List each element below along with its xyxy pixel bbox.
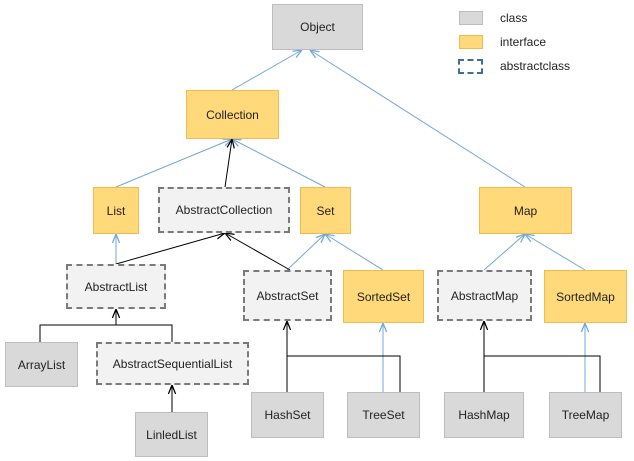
node-linled-list: LinledList	[135, 412, 208, 457]
legend-abstractclass-swatch	[458, 59, 483, 74]
node-sorted-set: SortedSet	[343, 270, 424, 323]
node-tree-map-label: TreeMap	[561, 408, 610, 422]
node-abstract-map: AbstractMap	[437, 270, 532, 321]
edge-treemap-abstractmap	[484, 355, 601, 398]
edge-abstractmap-map	[483, 234, 525, 271]
node-tree-set-label: TreeSet	[362, 408, 405, 422]
edge-set-collection	[232, 139, 326, 188]
node-abstract-sequential-list-label: AbstractSequentialList	[112, 356, 233, 371]
node-list: List	[93, 187, 139, 234]
node-set-label: Set	[316, 203, 335, 218]
edge-treeset-sortedset	[383, 323, 400, 399]
node-abstract-set-label: AbstractSet	[256, 288, 319, 303]
edge-list-collection	[115, 139, 232, 188]
node-tree-map: TreeMap	[549, 392, 622, 438]
node-abstract-set: AbstractSet	[243, 270, 332, 321]
node-set: Set	[300, 187, 351, 234]
node-abstract-map-label: AbstractMap	[450, 288, 519, 303]
node-hash-map-label: HashMap	[458, 408, 510, 422]
node-object: Object	[272, 4, 363, 50]
node-abstract-collection: AbstractCollection	[158, 187, 290, 233]
node-collection: Collection	[186, 90, 279, 139]
edge-arraylist-abstractlist	[39, 309, 116, 342]
node-linled-list-label: LinledList	[146, 427, 197, 442]
edge-sortedset-set	[325, 234, 384, 271]
node-map: Map	[479, 187, 572, 234]
edge-abstractset-abstractcollection	[225, 233, 291, 271]
node-abstract-sequential-list: AbstractSequentialList	[96, 342, 249, 385]
node-hash-set-label: HashSet	[264, 408, 311, 422]
legend-interface-swatch	[459, 35, 483, 49]
node-abstract-list-label: AbstractList	[84, 279, 148, 294]
node-tree-set: TreeSet	[347, 392, 420, 438]
edge-abstractlist-abstractcollection	[115, 233, 225, 265]
edge-abstractset-set	[286, 234, 325, 271]
edge-collection-object	[231, 50, 302, 91]
node-map-label: Map	[513, 203, 538, 218]
legend-abstractclass-label: abstractclass	[500, 59, 571, 73]
node-abstract-collection-label: AbstractCollection	[175, 203, 273, 217]
edge-abstractcollection-collection	[224, 139, 232, 188]
node-object-label: Object	[300, 20, 335, 34]
node-collection-label: Collection	[206, 107, 259, 122]
legend-class-label: class	[500, 11, 528, 25]
node-sorted-map: SortedMap	[544, 270, 627, 323]
node-sorted-set-label: SortedSet	[356, 289, 411, 304]
node-array-list: ArrayList	[5, 342, 78, 387]
node-hash-map: HashMap	[444, 392, 524, 438]
node-array-list-label: ArrayList	[17, 357, 66, 372]
edge-abstractsequentiallist-abstractlist	[116, 324, 173, 342]
legend-class-swatch	[459, 11, 483, 25]
edge-map-object	[310, 50, 526, 188]
node-hash-set: HashSet	[251, 392, 324, 438]
edge-treemap-sortedmap	[585, 323, 600, 399]
edge-sortedmap-map	[525, 234, 586, 271]
node-list-label: List	[106, 203, 126, 218]
node-sorted-map-label: SortedMap	[556, 289, 615, 304]
node-abstract-list: AbstractList	[66, 264, 166, 309]
legend-interface-label: interface	[500, 35, 547, 49]
edge-treeset-abstractset	[287, 355, 401, 398]
